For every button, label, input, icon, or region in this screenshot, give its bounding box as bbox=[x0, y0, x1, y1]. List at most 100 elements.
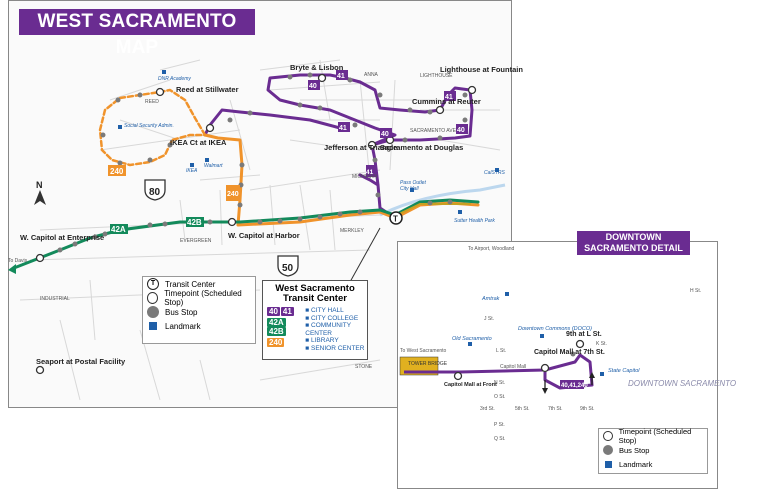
label-dnr: DNR Academy bbox=[158, 76, 191, 82]
svg-text:40: 40 bbox=[309, 83, 317, 90]
wstc-item-library: ■ LIBRARY bbox=[305, 337, 339, 345]
label-sacramento-douglas: Sacramento at Douglas bbox=[380, 143, 463, 152]
label-calstrs: CalSTRS bbox=[484, 170, 506, 176]
detail-route-line[interactable] bbox=[404, 353, 594, 390]
detail-legend-landmark: Landmark bbox=[603, 457, 707, 471]
route-badge-41-d: 41 bbox=[444, 91, 456, 101]
label-5th-st: 5th St. bbox=[515, 406, 529, 412]
chip-42a: 42A bbox=[267, 318, 286, 327]
arrow-up-icon bbox=[589, 372, 595, 378]
chip-240: 240 bbox=[267, 338, 285, 347]
route-badge-40-c: 40 bbox=[456, 124, 468, 134]
label-dt-commons: Downtown Commons (DOCO) bbox=[518, 326, 592, 332]
route-badge-240-a: 240 bbox=[108, 165, 126, 176]
label-capitol-mall-st: Capitol Mall bbox=[500, 364, 526, 370]
timepoint-capitol-7th[interactable] bbox=[540, 363, 550, 373]
detail-landmarks bbox=[468, 292, 604, 376]
label-reed-st: REED bbox=[145, 99, 159, 105]
label-old-sac: Old Sacramento bbox=[452, 336, 492, 342]
route-240-dashed-line[interactable] bbox=[98, 88, 207, 167]
label-downtown: DOWNTOWN SACRAMENTO bbox=[628, 379, 736, 388]
svg-text:50: 50 bbox=[282, 263, 294, 274]
map-title: WEST SACRAMENTO MAP bbox=[19, 9, 255, 58]
label-n-st: N St. bbox=[494, 380, 505, 386]
svg-text:40: 40 bbox=[381, 131, 389, 138]
transit-center-callout bbox=[349, 227, 381, 283]
map-legend: T Transit Center Timepoint (Scheduled St… bbox=[142, 276, 256, 344]
label-7th-st: 7th St. bbox=[548, 406, 562, 412]
label-cummins: Cummins at Reuter bbox=[412, 97, 481, 106]
detail-legend-bus-stop: Bus Stop bbox=[603, 443, 707, 457]
chip-40: 40 bbox=[267, 307, 280, 316]
north-arrow-icon: N bbox=[34, 180, 46, 205]
wstc-item-senior-center: ■ SENIOR CENTER bbox=[305, 344, 365, 352]
route-badge-41-c: 41 bbox=[366, 165, 376, 177]
label-jefferson: Jefferson at Triangle bbox=[324, 143, 397, 152]
svg-text:240: 240 bbox=[110, 167, 124, 176]
route-badge-42b: 42B bbox=[186, 217, 204, 227]
label-to-davis: To Davis bbox=[8, 258, 28, 264]
label-wcapitol-harbor: W. Capitol at Harbor bbox=[228, 231, 300, 240]
timepoint-capitol-front[interactable] bbox=[453, 371, 463, 381]
label-p-st: P St. bbox=[494, 422, 505, 428]
legend-landmark-label: Landmark bbox=[165, 321, 201, 331]
transit-center-icon: T bbox=[147, 278, 159, 290]
detail-bus-stop bbox=[570, 351, 576, 357]
bus-stop-icon bbox=[147, 306, 159, 318]
timepoint-9th-l[interactable] bbox=[575, 339, 585, 349]
label-ninth-l: 9th at L St. bbox=[566, 331, 602, 338]
route-badge-42a: 42A bbox=[110, 224, 128, 234]
route-badge-40-b: 40 bbox=[308, 80, 320, 90]
label-h-st: H St. bbox=[690, 288, 701, 294]
detail-route-badge-label: 40,41,240 bbox=[561, 383, 588, 389]
label-ikea-landmark: IKEA bbox=[186, 168, 198, 174]
svg-text:42B: 42B bbox=[187, 218, 202, 227]
label-bryte-lisbon: Bryte & Lisbon bbox=[290, 63, 344, 72]
legend-timepoint: Timepoint (Scheduled Stop) bbox=[147, 289, 255, 307]
arrow-down-icon bbox=[542, 388, 548, 394]
wstc-item-city-hall: ■ CITY HALL bbox=[305, 307, 344, 314]
wstc-item-community-center: ■ COMMUNITY CENTER bbox=[305, 322, 351, 337]
label-capitol-front: Capitol Mall at Front bbox=[444, 382, 497, 388]
label-anna: ANNA bbox=[364, 72, 379, 78]
svg-text:42A: 42A bbox=[111, 225, 126, 234]
label-walmart: Walmart bbox=[204, 163, 223, 169]
tower-bridge-label: TOWER BRIDGE bbox=[408, 361, 448, 367]
timepoint-icon bbox=[147, 292, 159, 304]
label-lighthouse-st: LIGHTHOUSE bbox=[420, 73, 453, 79]
label-to-airport: To Airport, Woodland bbox=[468, 246, 515, 252]
river bbox=[379, 183, 506, 217]
highway-80-shield-icon: 80 bbox=[144, 179, 166, 201]
landmark-icon bbox=[149, 322, 157, 330]
highway-50-shield-icon: 50 bbox=[277, 255, 299, 277]
label-reed-stillwater: Reed at Stillwater bbox=[176, 85, 239, 94]
west-arrow-icon bbox=[8, 264, 16, 274]
label-stone: STONE bbox=[355, 364, 373, 370]
route-badge-41-b: 41 bbox=[336, 70, 348, 80]
landmark-icon bbox=[605, 460, 612, 468]
transit-center-title: West Sacramento Transit Center bbox=[275, 283, 355, 304]
detail-legend: Timepoint (Scheduled Stop) Bus Stop Land… bbox=[598, 427, 708, 474]
svg-text:41: 41 bbox=[337, 73, 345, 80]
detail-legend-timepoint-label: Timepoint (Scheduled Stop) bbox=[618, 427, 692, 445]
route-gold-line bbox=[394, 203, 471, 217]
label-pass-outlet: Pass Outlet bbox=[400, 180, 426, 186]
legend-landmark: Landmark bbox=[147, 319, 255, 333]
svg-text:41: 41 bbox=[445, 94, 453, 101]
svg-text:41: 41 bbox=[366, 169, 374, 176]
label-industrial: INDUSTRIAL bbox=[40, 296, 70, 302]
label-q-st: Q St. bbox=[494, 436, 505, 442]
label-to-wsac: To West Sacramento bbox=[400, 348, 447, 354]
bus-stop-icon bbox=[603, 445, 613, 455]
svg-text:T: T bbox=[393, 215, 398, 224]
label-l-st: L St. bbox=[496, 348, 506, 354]
transit-center-icon[interactable] bbox=[389, 211, 403, 225]
label-evergreen: EVERGREEN bbox=[180, 238, 212, 244]
label-k-st: K St. bbox=[596, 341, 607, 347]
detail-legend-landmark-label: Landmark bbox=[619, 459, 653, 469]
detail-route-badge bbox=[560, 380, 584, 389]
detail-title: DOWNTOWN SACRAMENTO DETAIL bbox=[577, 231, 690, 255]
timepoints[interactable] bbox=[35, 73, 477, 375]
label-ikea: IKEA Ct at IKEA bbox=[170, 138, 227, 147]
